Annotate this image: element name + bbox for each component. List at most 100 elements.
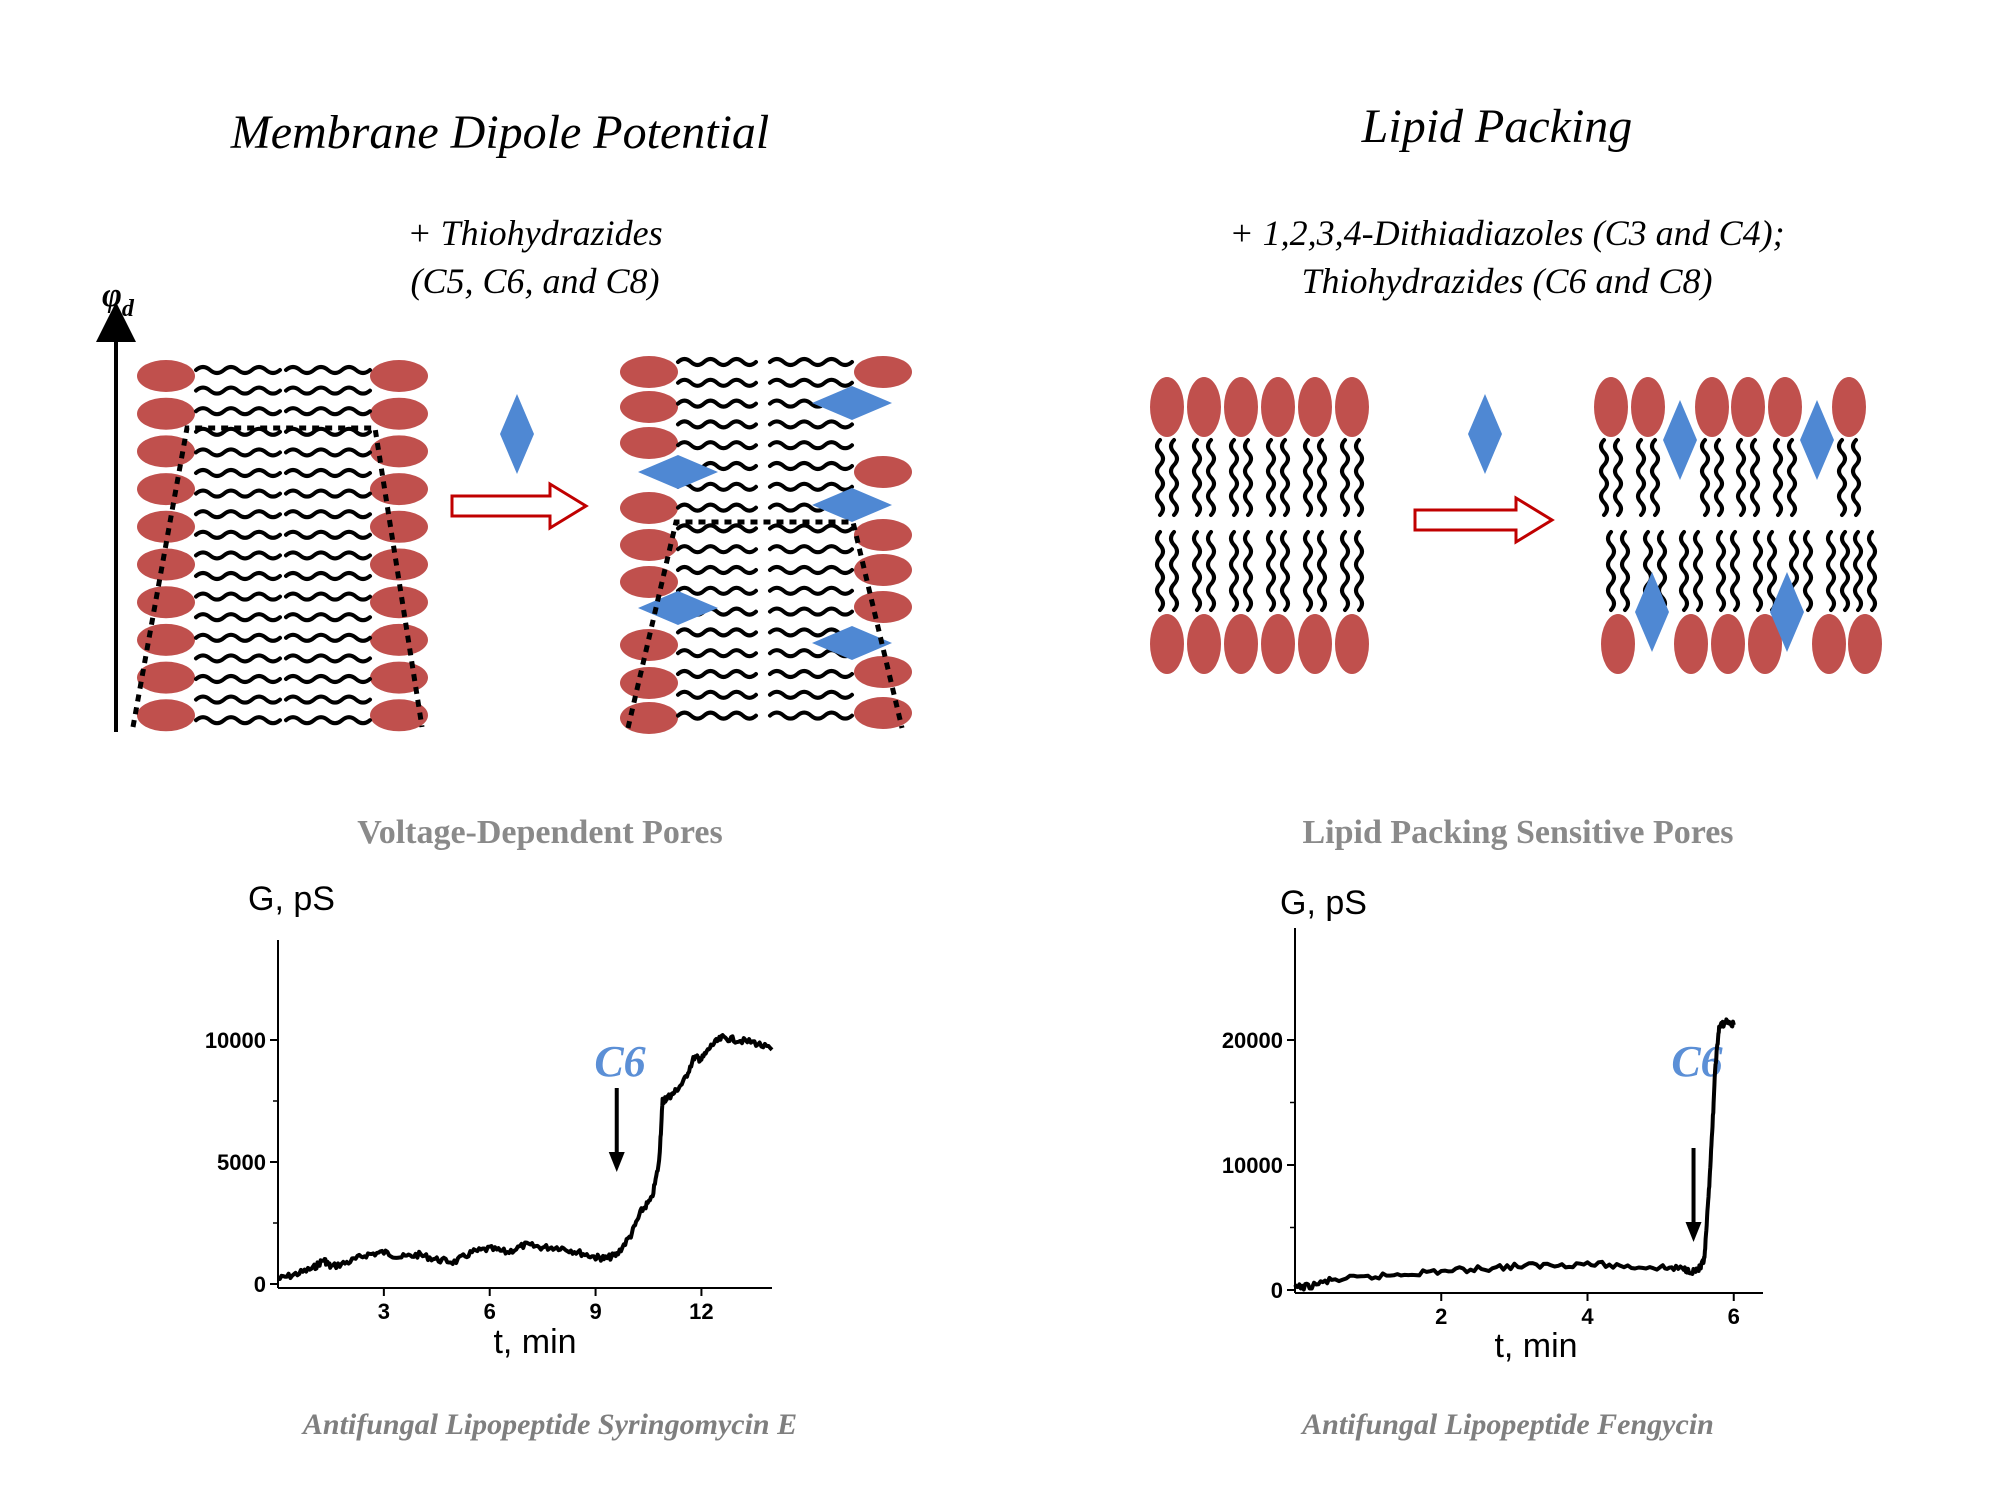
lipid-tail: [194, 488, 282, 499]
lipid-tail: [194, 385, 282, 396]
lipid-tail: [284, 571, 372, 581]
lipid-headgroup: [137, 661, 195, 694]
lipid-headgroup: [370, 397, 428, 430]
lipid-tail: [676, 523, 758, 534]
lipid-tail: [676, 710, 758, 721]
lipid-tail: [1155, 438, 1165, 517]
lipid-tail: [676, 398, 758, 409]
lipid-tail: [1837, 438, 1847, 517]
dipole-axis-label: φd: [102, 277, 135, 322]
lipid-headgroup: [137, 586, 195, 619]
chart-0-xtick-label: 6: [484, 1299, 496, 1324]
modifier-molecule: [1663, 400, 1697, 480]
right-graph-title: Lipid Packing Sensitive Pores: [1302, 814, 1733, 851]
chart-0-xlabel: t, min: [493, 1323, 576, 1361]
chart-0-ytick-label: 0: [254, 1272, 266, 1297]
lipid-tail: [1229, 530, 1239, 612]
lipid-headgroup: [137, 473, 195, 506]
lipid-tail: [1599, 438, 1609, 517]
lipid-tail: [284, 715, 372, 726]
chart-1-annotation-arrowhead: [1685, 1222, 1702, 1242]
lipid-tail: [284, 694, 372, 705]
lipid-headgroup: [370, 586, 428, 619]
lipid-headgroup: [137, 397, 195, 430]
lipid-tail: [1206, 530, 1216, 612]
lipid-tail: [1750, 438, 1760, 517]
lipid-tail: [1206, 438, 1216, 517]
transition-arrow-right: [1413, 495, 1555, 545]
lipid-headgroup: [1150, 377, 1184, 437]
lipid-headgroup: [854, 356, 912, 388]
lipid-tail: [284, 488, 372, 499]
lipid-tail: [1606, 530, 1616, 612]
lipid-tail: [284, 426, 372, 437]
lipid-tail: [194, 550, 282, 561]
chart-1-ytick-label: 10000: [1222, 1153, 1283, 1178]
lipid-headgroup: [1768, 377, 1802, 437]
lipid-headgroup: [854, 591, 912, 623]
lipid-tail: [1266, 530, 1276, 612]
modifier-molecule: [812, 626, 892, 660]
chart-0-ytick-label: 5000: [217, 1150, 266, 1175]
lipid-tail: [194, 447, 282, 458]
lipid-tail: [1317, 530, 1327, 612]
lipid-headgroup: [1335, 377, 1369, 437]
lipid-tail: [284, 447, 372, 458]
lipid-tail: [676, 502, 758, 513]
lipid-tail: [1613, 438, 1623, 517]
lipid-tail: [1280, 530, 1290, 612]
lipid-tail: [1620, 530, 1630, 612]
lipid-tail: [194, 365, 282, 375]
lipid-tail: [1192, 438, 1202, 517]
lipid-headgroup: [1187, 614, 1221, 674]
lipid-tail: [768, 481, 854, 492]
hollow-arrow: [1413, 495, 1555, 545]
chart-1-xtick-label: 2: [1435, 1304, 1447, 1329]
lipid-tail: [1773, 438, 1783, 517]
lipid-headgroup: [1261, 377, 1295, 437]
lipid-tail: [1266, 438, 1276, 517]
lipid-headgroup: [1731, 377, 1765, 437]
lipid-tail: [768, 565, 854, 575]
lipid-tail: [1280, 438, 1290, 517]
lipid-tail: [1354, 438, 1364, 517]
lipid-tail: [676, 544, 758, 555]
modifier-molecule: [1468, 394, 1502, 474]
lipid-headgroup: [620, 391, 678, 423]
lipid-headgroup: [137, 360, 195, 392]
lipid-headgroup: [137, 510, 195, 543]
left-subtitle-line1: + Thiohydrazides: [407, 213, 662, 253]
lipid-tail: [284, 406, 372, 417]
lipid-tail: [284, 550, 372, 561]
lipid-headgroup: [1150, 614, 1184, 674]
lipid-headgroup: [1224, 614, 1258, 674]
molecule-right: [1468, 394, 1502, 474]
lipid-tail: [284, 529, 372, 540]
lipid-tail: [1700, 438, 1710, 517]
lipid-tail: [1679, 530, 1689, 612]
lipid-headgroup: [854, 554, 912, 586]
chart-0-ylabel: G, pS: [248, 880, 335, 918]
lipid-tail: [768, 585, 854, 596]
lipid-tail: [1636, 438, 1646, 517]
lipid-tail: [194, 591, 282, 602]
dipole-profile: [130, 425, 425, 728]
lipid-headgroup: [370, 360, 428, 392]
modifier-molecule: [500, 394, 534, 474]
lipid-tail: [284, 385, 372, 396]
lipid-headgroup: [1298, 614, 1332, 674]
lipid-headgroup: [1594, 377, 1628, 437]
lipid-headgroup: [1848, 614, 1882, 674]
lipid-tail: [284, 632, 372, 643]
lipid-tail: [676, 689, 758, 700]
lipid-headgroup: [137, 435, 195, 468]
right-title: Lipid Packing: [1361, 100, 1633, 153]
lipid-tail: [1303, 438, 1313, 517]
lipid-headgroup: [137, 623, 195, 656]
lipid-headgroup: [620, 702, 678, 734]
lipid-tail: [676, 648, 758, 659]
lipid-tail: [1753, 530, 1763, 612]
lipid-headgroup: [1335, 614, 1369, 674]
